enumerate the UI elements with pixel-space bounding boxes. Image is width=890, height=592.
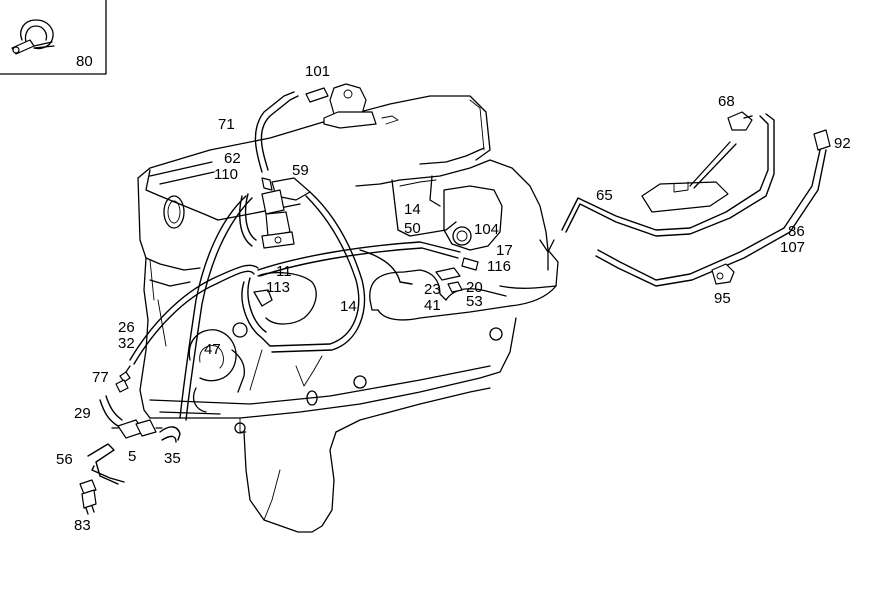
right-side-parts [561,111,831,287]
callout-107: 107 [780,239,805,256]
callout-92: 92 [834,135,851,152]
callout-110: 110 [214,166,238,183]
vacuum-valve-101-icon [323,83,399,129]
callout-56: 56 [56,451,73,468]
callout-14-top: 14 [404,201,421,218]
callout-95: 95 [714,290,731,307]
callout-104: 104 [474,221,499,238]
callout-32: 32 [118,335,135,352]
callout-68: 68 [718,93,735,110]
callout-23: 23 [424,281,441,298]
callout-50: 50 [404,220,421,237]
callout-77: 77 [92,369,109,386]
fitting-83-icon [79,479,97,515]
callout-29: 29 [74,405,91,422]
callout-26: 26 [118,319,135,336]
vacuum-reservoir-icon [641,141,737,213]
valve-77-icon [115,365,131,393]
callout-101: 101 [305,63,330,80]
callout-71: 71 [218,116,235,133]
vacuum-hoses [129,83,479,421]
callout-5: 5 [128,448,136,465]
callout-labels: 101 71 62 110 59 14 50 104 17 116 11 113… [56,63,851,534]
callout-14-bottom: 14 [340,298,357,315]
callout-62: 62 [224,150,241,167]
inset-label: 80 [76,53,93,70]
inset-box: 80 [0,0,107,75]
engine-block [137,95,559,533]
callout-59: 59 [292,162,309,179]
filter-5-icon [111,419,163,439]
clamp-80-icon [11,19,55,55]
callout-17: 17 [496,242,513,259]
callout-47: 47 [204,341,221,358]
callout-20: 20 [466,279,483,296]
callout-35: 35 [164,450,181,467]
callout-113: 113 [266,279,290,296]
callout-53: 53 [466,293,483,310]
callout-65: 65 [596,187,613,204]
callout-116: 116 [487,258,511,275]
callout-11: 11 [276,263,292,280]
callout-83: 83 [74,517,91,534]
check-valve-62-icon [261,189,295,249]
callout-41: 41 [424,297,441,314]
left-small-parts [79,365,181,515]
callout-86: 86 [788,223,805,240]
